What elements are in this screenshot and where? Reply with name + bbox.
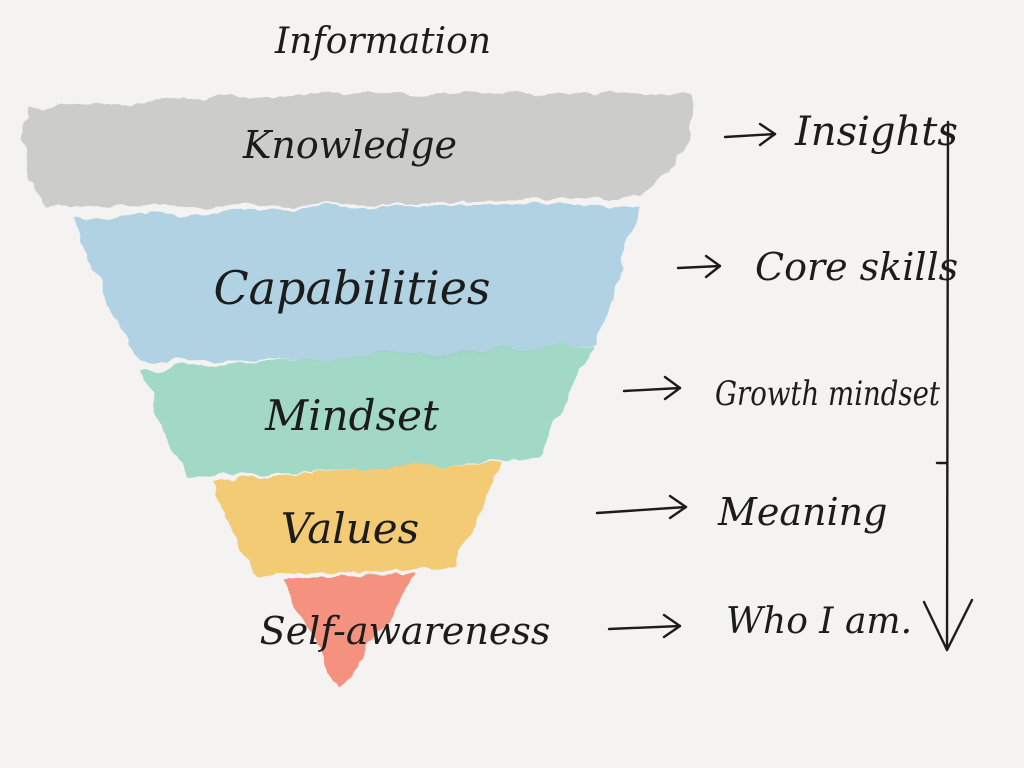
arrow-icon-who-i-am xyxy=(607,613,682,639)
capabilities-layer xyxy=(75,204,640,362)
arrow-icon-growth-mindset xyxy=(622,375,682,401)
down-arrow-icon xyxy=(922,120,974,652)
knowledge-layer xyxy=(22,92,693,207)
self-awareness-layer xyxy=(282,573,418,688)
outcome-label-meaning: Meaning xyxy=(717,490,887,534)
layer-label-capabilities: Capabilities xyxy=(213,261,490,315)
outcome-label-core-skills: Core skills xyxy=(755,245,958,289)
layer-label-knowledge: Knowledge xyxy=(242,123,457,167)
arrow-icon-insights xyxy=(723,122,777,147)
layer-label-values: Values xyxy=(281,504,419,553)
outcome-label-insights: Insights xyxy=(794,109,958,155)
values-layer xyxy=(212,462,505,576)
outcome-label-who-i-am: Who I am. xyxy=(726,601,912,642)
layer-label-mindset: Mindset xyxy=(264,391,439,440)
outcome-label-growth-mindset: Growth mindset xyxy=(715,374,940,414)
arrow-icon-core-skills xyxy=(676,254,722,279)
arrow-icon-meaning xyxy=(595,494,688,520)
layer-label-self-awareness: Self-awareness xyxy=(260,609,551,653)
information-label: Information xyxy=(274,21,491,62)
mindset-layer xyxy=(140,346,592,478)
